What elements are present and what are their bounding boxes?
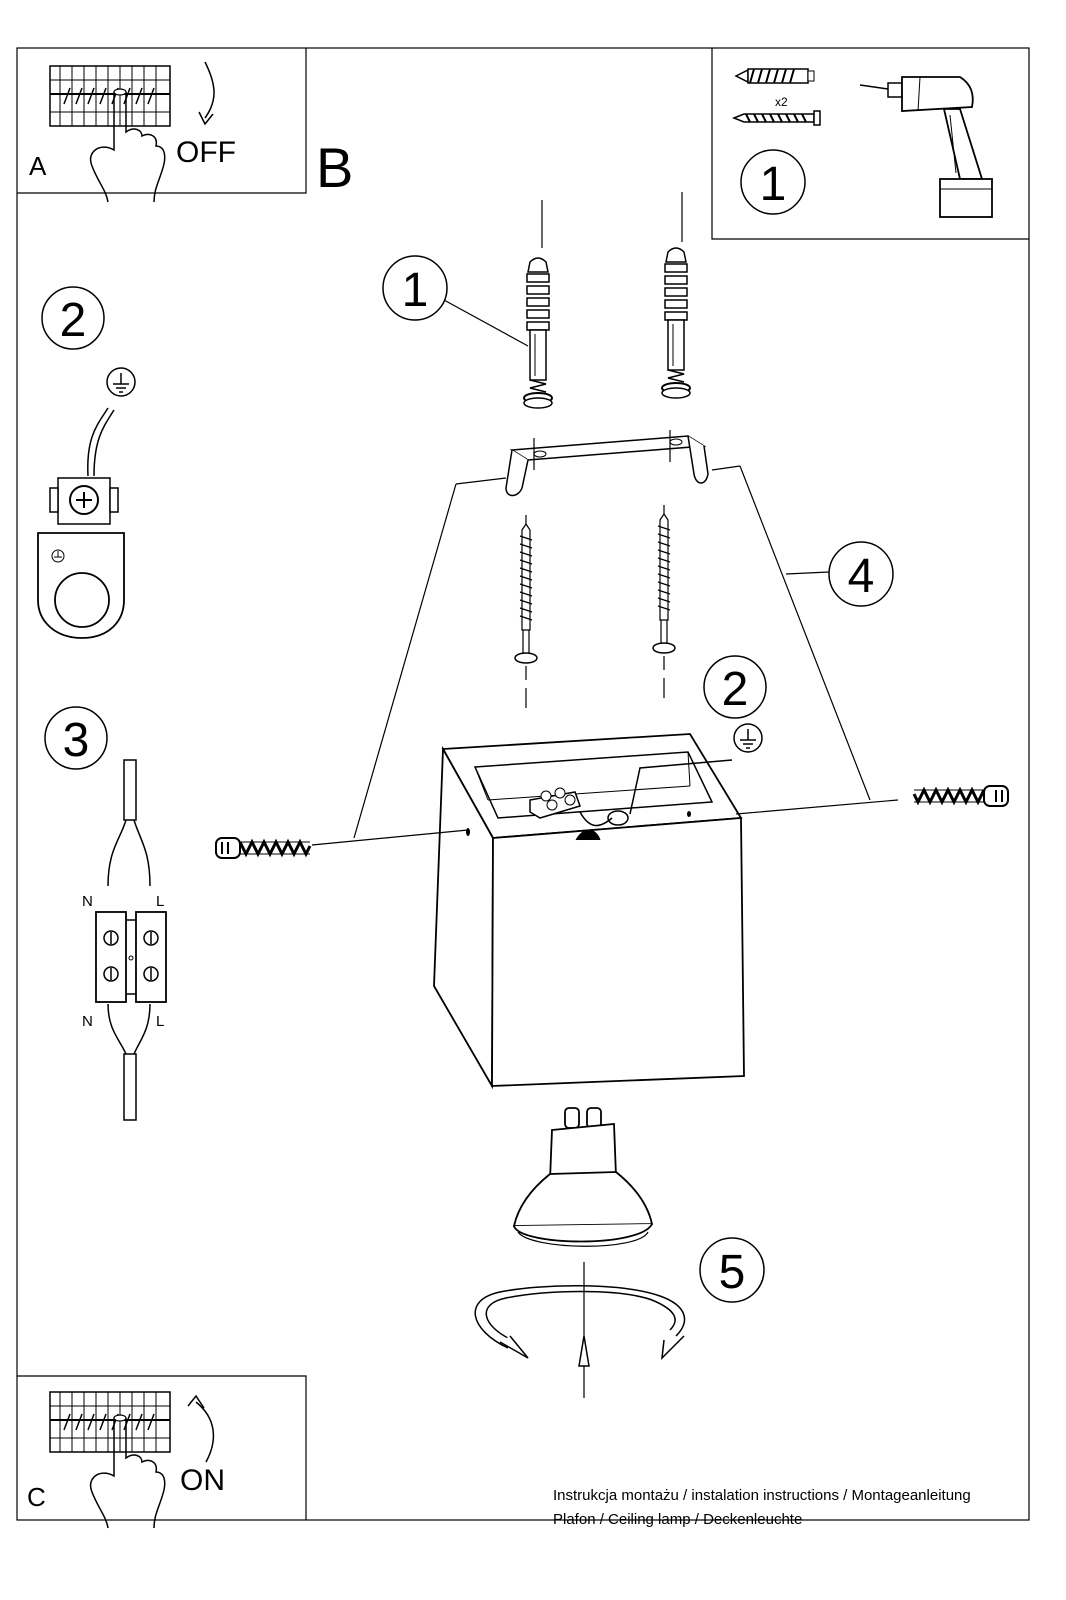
wood-screw-right [652, 504, 676, 699]
panel-a-action: OFF [176, 136, 236, 169]
ground-main-step-number: 2 [722, 663, 749, 716]
panel-c-action: ON [180, 1464, 225, 1497]
page-frame [16, 47, 1030, 1521]
panel-tools-border [711, 48, 1029, 240]
leader-line [443, 299, 529, 347]
neutral-label-bottom: N [82, 1013, 93, 1030]
arrow-down-icon [204, 61, 215, 119]
caption-instructions: Instrukcja montażu / instalation instruc… [553, 1487, 971, 1504]
step-badge [44, 706, 108, 770]
housing-step-number: 4 [848, 550, 875, 603]
arrow-up-icon [195, 1401, 215, 1463]
step-badge [41, 286, 105, 350]
screw-right [912, 784, 1010, 808]
earth-ground-icon [733, 723, 763, 753]
tools-step-number: 1 [760, 158, 787, 211]
step-badge [382, 255, 448, 321]
panel-a-border [17, 48, 307, 194]
breaker-panel-icon [49, 1391, 171, 1453]
ground-step-number: 2 [60, 294, 87, 347]
panel-b-letter: B [316, 136, 353, 199]
earth-ground-icon [106, 367, 136, 397]
mounting-bracket [505, 430, 709, 497]
rotate-arrow-icon [474, 1284, 686, 1361]
caption-product: Plafon / Ceiling lamp / Deckenleuchte [553, 1511, 803, 1528]
panel-c-letter: C [27, 1482, 46, 1512]
step-badge [703, 655, 767, 719]
wiring-panel: 3 N L N L [44, 706, 167, 1121]
step-badge [828, 541, 894, 607]
arrow-up-icon [578, 1262, 590, 1398]
leader-line [785, 571, 830, 575]
tools-panel: x2 1 [731, 68, 993, 218]
quantity-label: x2 [775, 95, 788, 109]
wood-screw-left [514, 514, 538, 709]
dowel-step-number: 1 [402, 264, 429, 317]
breaker-panel-icon [49, 65, 171, 127]
bulb-step-number: 5 [719, 1246, 746, 1299]
wiring-step-number: 3 [63, 714, 90, 767]
neutral-label-top: N [82, 893, 93, 910]
panel-c-border [17, 1375, 307, 1520]
cable-bottom [123, 1053, 137, 1121]
live-label-top: L [156, 893, 164, 910]
lamp-housing [433, 733, 745, 1090]
screw-icon [731, 110, 821, 126]
wall-plug-left [523, 257, 553, 409]
terminal-block-icon [95, 911, 167, 1003]
drill-icon [859, 76, 993, 218]
panel-a: A OFF [29, 61, 236, 203]
assembly-diagram: 1 4 2 [214, 192, 1010, 1398]
step-badge [740, 149, 806, 215]
panel-c: C ON [27, 1391, 225, 1529]
live-label-bottom: L [156, 1013, 164, 1030]
screw-left [214, 836, 312, 860]
gu10-bulb-icon [512, 1107, 654, 1247]
wall-plug-right [661, 247, 691, 399]
cable-top [123, 759, 137, 821]
panel-a-letter: A [29, 151, 47, 181]
ground-terminal-panel: 2 [37, 286, 136, 639]
wall-plug-icon [734, 68, 815, 84]
step-badge [699, 1237, 765, 1303]
